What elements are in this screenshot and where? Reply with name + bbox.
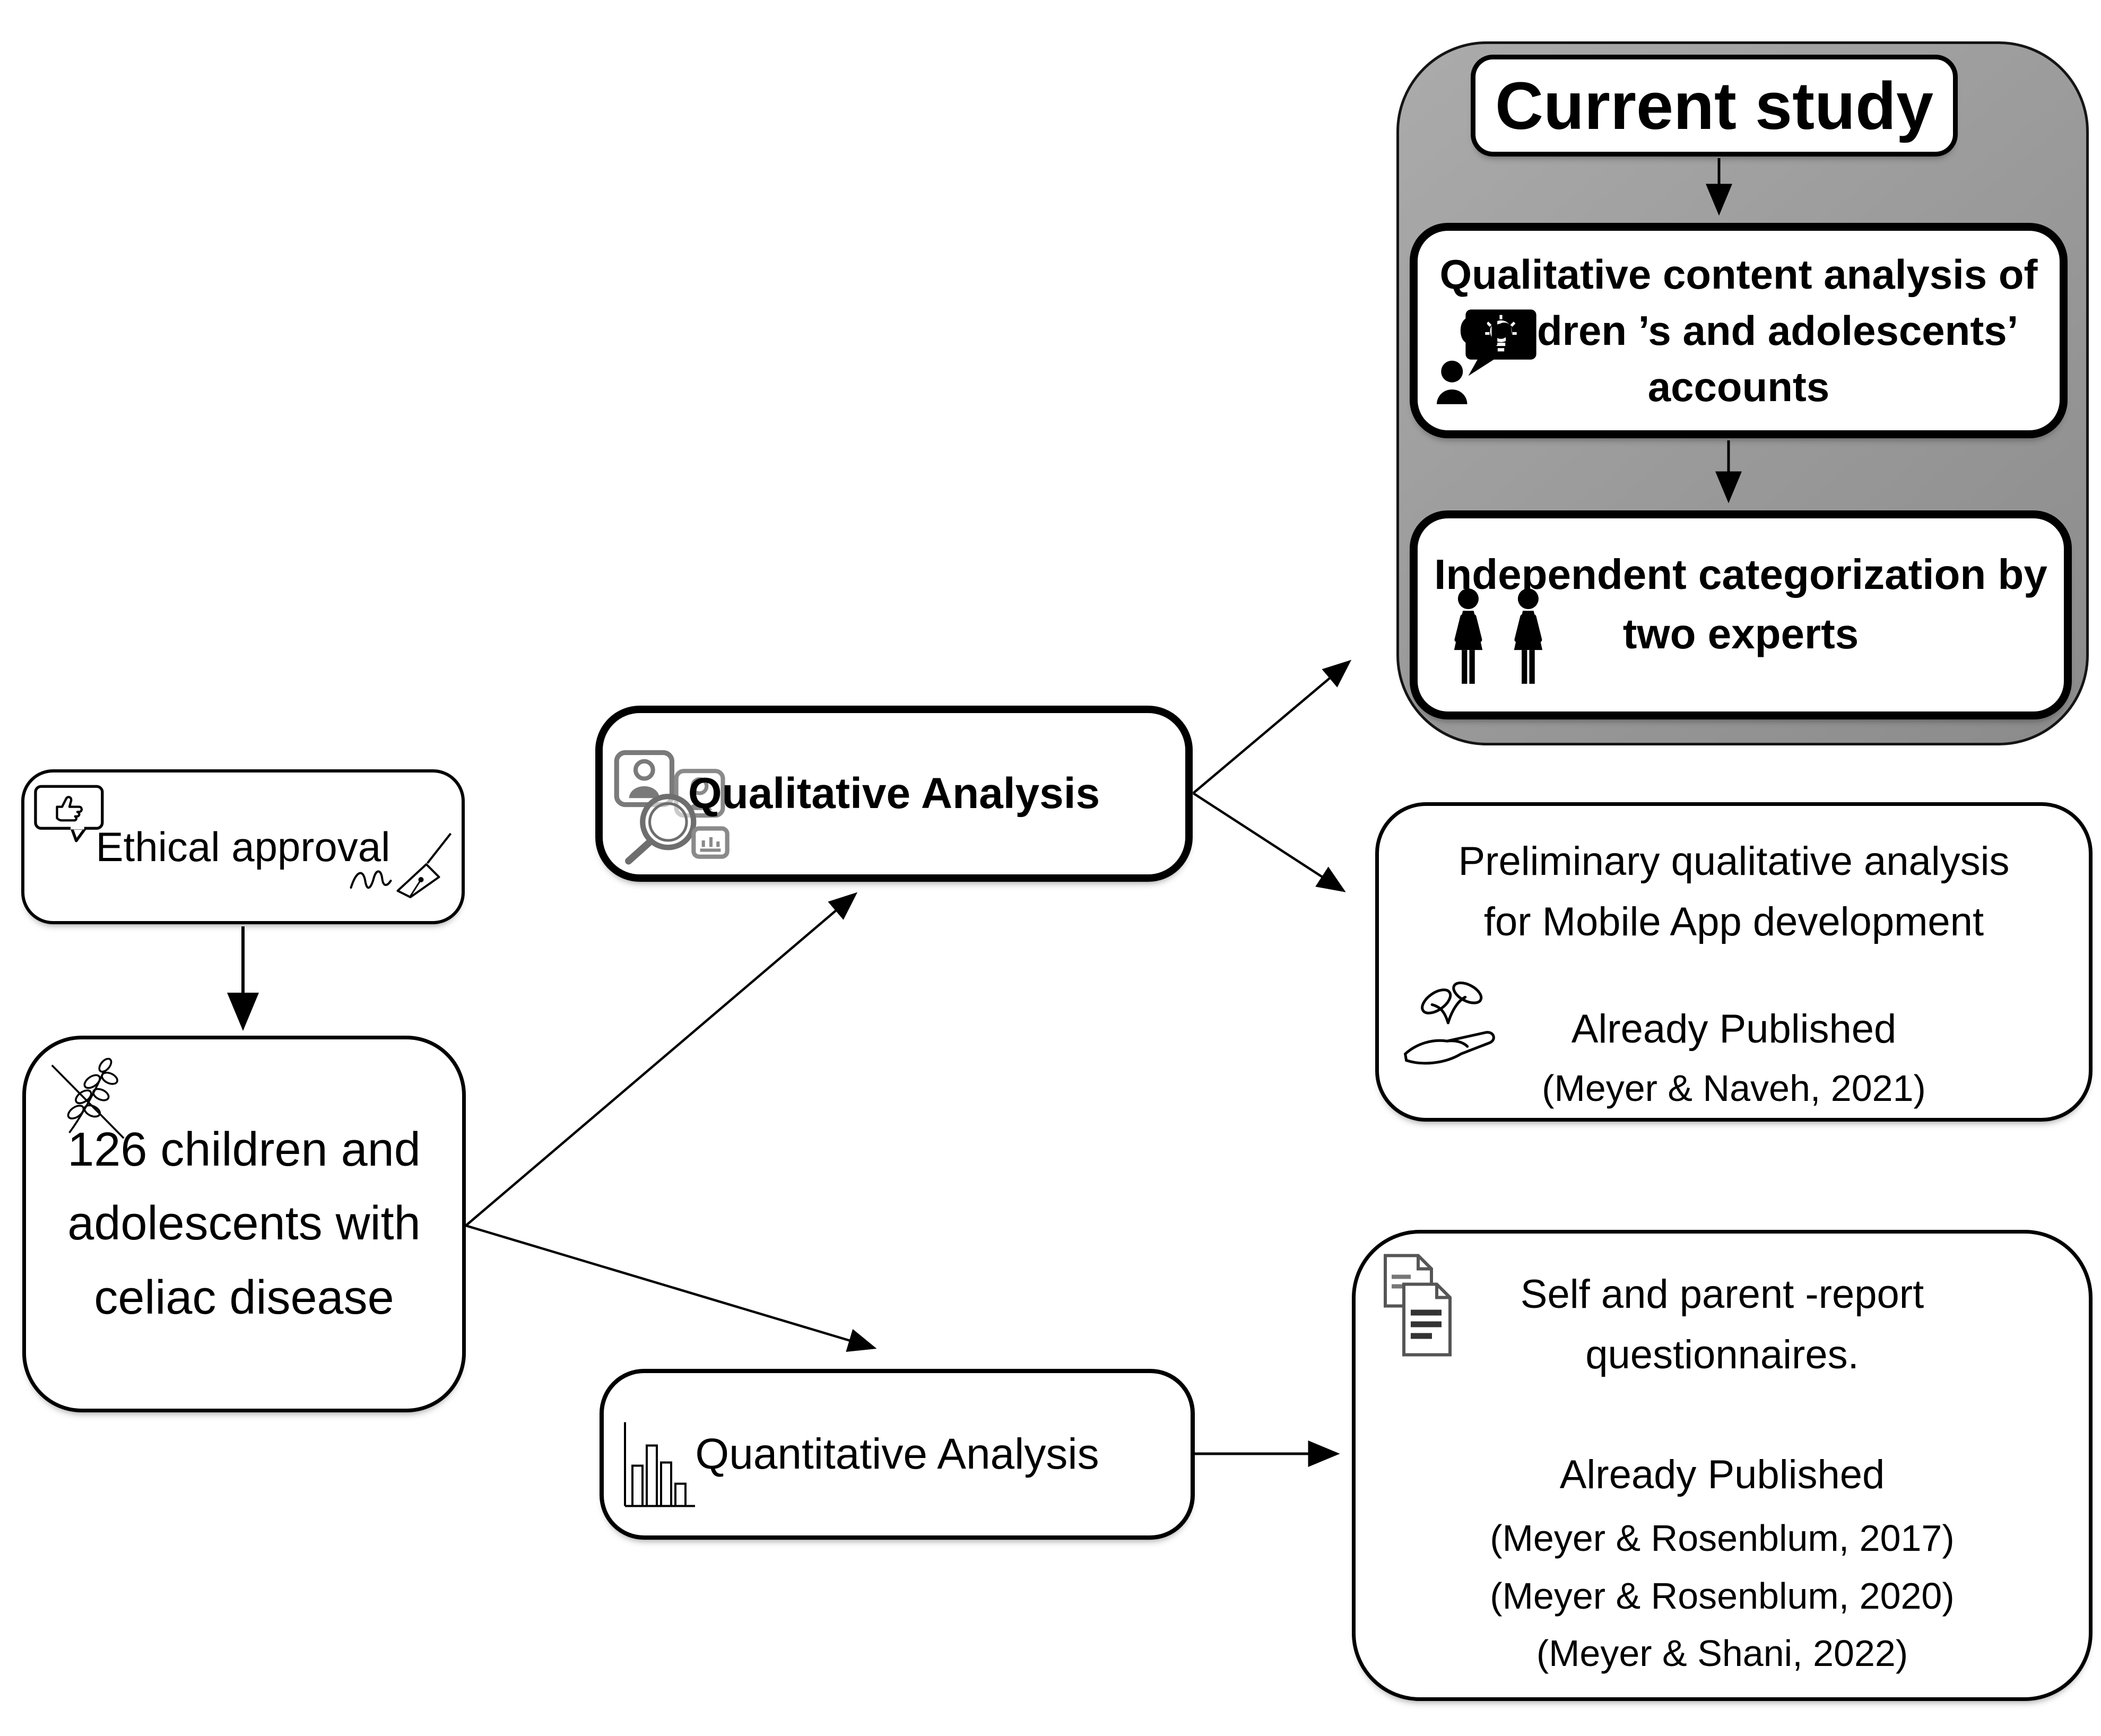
- arrow-qualitative-to-preliminary: [1192, 792, 1346, 892]
- categorization-line1: Independent categorization by: [1434, 551, 2047, 598]
- categorization-box: Independent categorization by two expert…: [1410, 510, 2072, 719]
- preliminary-line1: Preliminary qualitative analysis: [1458, 839, 2010, 884]
- quantitative-analysis-box: Quantitative Analysis: [600, 1369, 1195, 1540]
- content-analysis-box: Qualitative content analysis of Children…: [1410, 223, 2068, 438]
- qualitative-analysis-box: Qualitative Analysis: [595, 706, 1193, 882]
- arrow-sample-to-qualitative: [465, 892, 858, 1227]
- sample-box: 126 children and adolescents with celiac…: [22, 1036, 466, 1412]
- ethical-approval-label: Ethical approval: [96, 823, 390, 870]
- categorization-text: Independent categorization by two expert…: [1434, 545, 2047, 664]
- thumbs-up-speech-icon: [33, 784, 107, 854]
- sample-text: 126 children and adolescents with celiac…: [67, 1113, 421, 1335]
- person-speech-lightbulb-icon: [1436, 305, 1544, 420]
- content-analysis-line2: Children ’s and adolescents’: [1458, 307, 2019, 354]
- hand-plant-icon: [1395, 973, 1514, 1102]
- sample-line3: celiac disease: [94, 1271, 394, 1324]
- preliminary-line2: for Mobile App development: [1483, 899, 1984, 944]
- preliminary-analysis-box: Preliminary qualitative analysis for Mob…: [1375, 802, 2093, 1122]
- citation-1: (Meyer & Rosenblum, 2017): [1490, 1517, 1955, 1559]
- bar-chart-icon: [619, 1413, 698, 1525]
- arrow-sample-to-quantitative: [465, 1224, 877, 1352]
- questionnaires-citations: (Meyer & Rosenblum, 2017) (Meyer & Rosen…: [1490, 1509, 1954, 1682]
- arrow-qualitative-to-current-study: [1192, 659, 1352, 794]
- documents-icon: [1375, 1249, 1465, 1379]
- content-analysis-line1: Qualitative content analysis of: [1439, 250, 2038, 298]
- signature-pen-icon: [345, 828, 454, 913]
- content-analysis-line3: accounts: [1647, 363, 1830, 411]
- questionnaires-line2: questionnaires.: [1585, 1332, 1859, 1377]
- current-study-title: Current study: [1495, 68, 1934, 143]
- citation-2: (Meyer & Rosenblum, 2020): [1490, 1575, 1955, 1617]
- preliminary-citation: (Meyer & Naveh, 2021): [1542, 1067, 1926, 1109]
- questionnaires-published: Already Published: [1559, 1452, 1885, 1497]
- no-gluten-icon: [38, 1050, 136, 1175]
- content-analysis-text: Qualitative content analysis of Children…: [1440, 246, 2038, 415]
- categorization-line2: two experts: [1622, 610, 1859, 657]
- two-experts-icon: [1434, 587, 1566, 703]
- preliminary-published: Already Published: [1571, 1006, 1897, 1052]
- people-magnifier-icon: [611, 741, 736, 876]
- quantitative-analysis-label: Quantitative Analysis: [695, 1430, 1099, 1478]
- qualitative-analysis-label: Qualitative Analysis: [688, 769, 1100, 818]
- current-study-title-box: Current study: [1471, 55, 1958, 157]
- sample-line1: 126 children and: [67, 1123, 421, 1176]
- sample-line2: adolescents with: [67, 1197, 421, 1251]
- ethical-approval-box: Ethical approval: [21, 769, 465, 924]
- questionnaires-line1: Self and parent -report: [1520, 1272, 1924, 1317]
- citation-3: (Meyer & Shani, 2022): [1536, 1633, 1908, 1674]
- questionnaires-box: Self and parent -report questionnaires. …: [1352, 1230, 2093, 1701]
